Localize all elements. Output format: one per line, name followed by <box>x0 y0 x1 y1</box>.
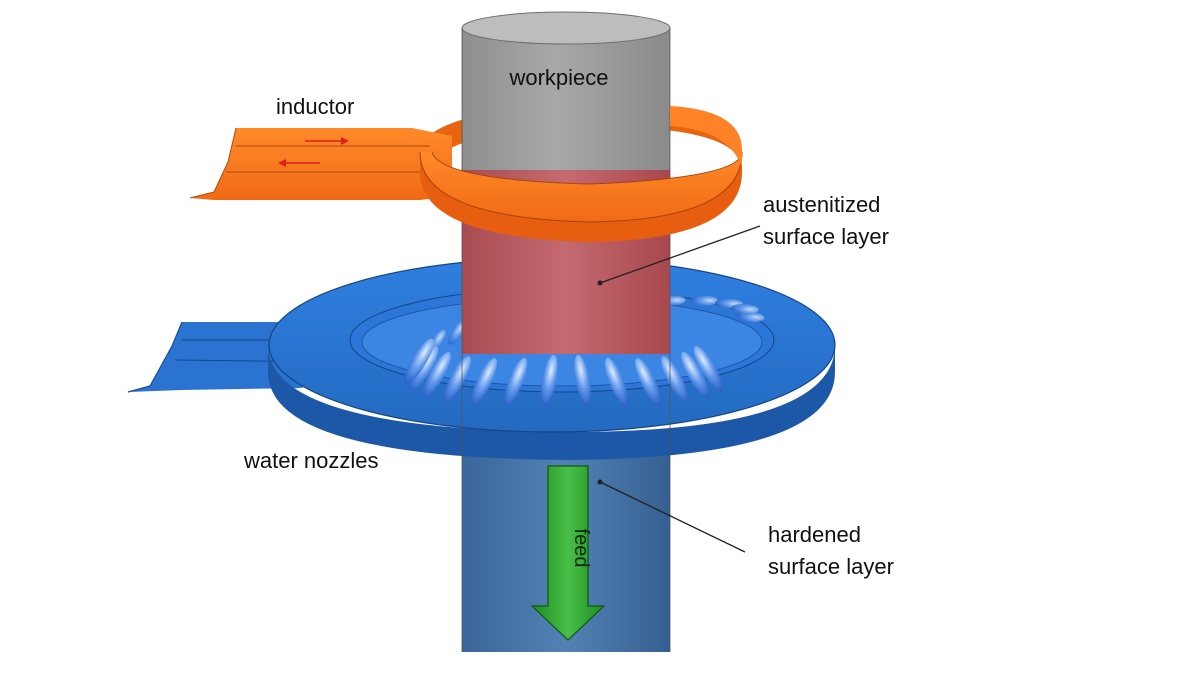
water-jet <box>409 346 439 392</box>
water-jet <box>690 295 719 306</box>
water-jet <box>681 352 710 398</box>
workpiece-label: workpiece <box>508 65 608 90</box>
water-jet <box>422 352 451 398</box>
feed-arrow: feed <box>530 465 606 641</box>
water-jet <box>540 354 558 407</box>
hardened-leader-dot <box>597 479 603 485</box>
hardened-label-line1: hardened <box>768 522 861 547</box>
austenitized-label-line1: austenitized <box>763 192 880 217</box>
water-jet <box>635 358 661 406</box>
water-jet <box>471 358 497 406</box>
water-jet <box>503 357 528 407</box>
water-jet <box>604 357 629 407</box>
water-jet <box>574 354 592 407</box>
inductor-label: inductor <box>276 94 354 119</box>
hardened-label-line2: surface layer <box>768 554 894 579</box>
current-out-arrow <box>278 159 320 167</box>
current-in-arrow <box>305 137 349 145</box>
water-jet <box>443 356 471 403</box>
feed-label: feed <box>570 529 592 568</box>
austenitized-label-line2: surface layer <box>763 224 889 249</box>
workpiece-upper <box>461 11 671 652</box>
water-jet <box>730 303 759 315</box>
water-jet <box>661 356 689 403</box>
water-jet <box>693 346 723 392</box>
inductor-coil <box>189 106 743 242</box>
austenitized-leader-dot <box>597 280 603 286</box>
austenitized-leader-line <box>599 225 761 284</box>
water-jets-front <box>404 338 723 407</box>
hardened-leader-line <box>599 481 746 553</box>
water-jet <box>736 311 765 322</box>
water-jet <box>404 338 434 384</box>
water-nozzles-label: water nozzles <box>243 448 379 473</box>
